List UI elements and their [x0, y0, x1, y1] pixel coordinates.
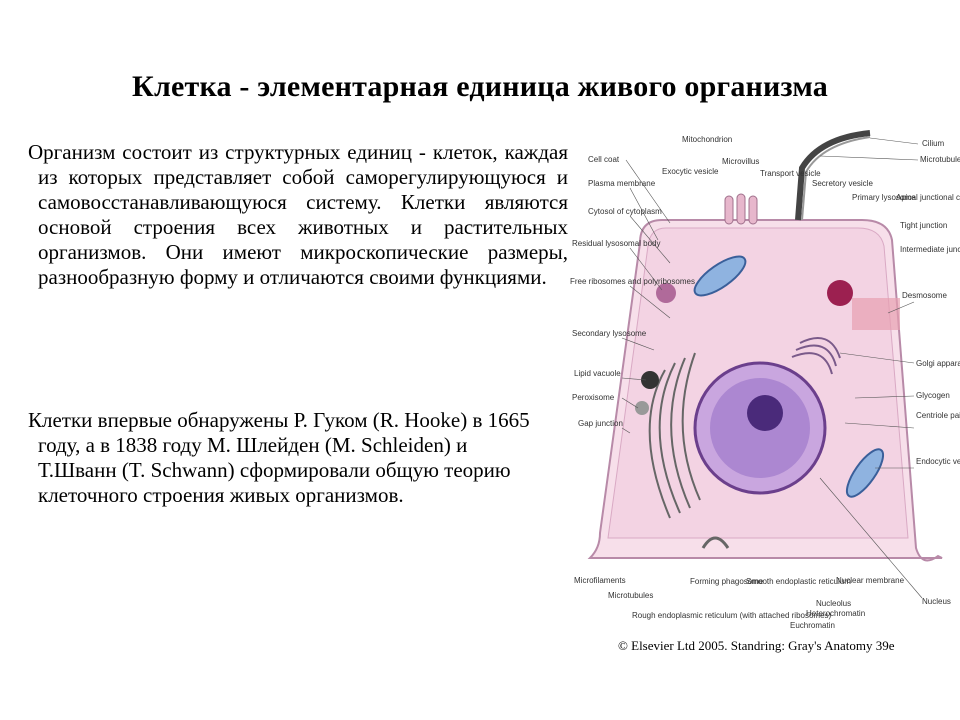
peroxisome — [635, 401, 649, 415]
label-heterochromatin: Heterochromatin — [806, 609, 865, 618]
label-plasma-membrane: Plasma membrane — [588, 179, 656, 188]
mitochondrion-2 — [845, 448, 885, 498]
label-smooth-er: Smooth endoplastic reticulum — [746, 577, 851, 586]
label-microfilaments: Microfilaments — [574, 576, 626, 585]
label-desmosome: Desmosome — [902, 291, 947, 300]
label-microtubules-bottom: Microtubules — [608, 591, 653, 600]
desmosome — [852, 298, 900, 330]
label-peroxisome: Peroxisome — [572, 393, 615, 402]
cell-diagram-svg: Cell coat Plasma membrane Cytosol of cyt… — [570, 130, 960, 630]
label-gap-junction: Gap junction — [578, 419, 623, 428]
label-endocytic-vesicles: Endocytic vesicles — [916, 457, 960, 466]
nucleolus — [747, 395, 783, 431]
figure-credit: © Elsevier Ltd 2005. Standring: Gray's A… — [618, 638, 895, 653]
label-microvillus: Microvillus — [722, 157, 759, 166]
label-free-ribosomes: Free ribosomes and polyribosomes — [570, 277, 695, 286]
page-title: Клетка - элементарная единица живого орг… — [132, 70, 828, 103]
golgi — [791, 337, 841, 375]
label-forming-phagosome: Forming phagosome — [690, 577, 764, 586]
label-cytosol: Cytosol of cytoplasm — [588, 207, 662, 216]
label-nucleus: Nucleus — [922, 597, 951, 606]
label-centriole: Centriole pair at centrosome — [916, 411, 960, 420]
label-residual-body: Residual lysosomal body — [572, 239, 661, 248]
label-secretory-vesicle: Secretory vesicle — [812, 179, 873, 188]
label-nucleolus: Nucleolus — [816, 599, 851, 608]
lysosome — [656, 283, 676, 303]
label-primary-lysosome: Primary lysosome — [852, 193, 916, 202]
history-text: Клетки впервые обнаружены Р. Гуком (R. H… — [28, 408, 530, 507]
label-secondary-lysosome: Secondary lysosome — [572, 329, 647, 338]
label-cell-coat: Cell coat — [588, 155, 620, 164]
intro-paragraph: Организм состоит из структурных единиц -… — [28, 140, 568, 290]
intro-text: Организм состоит из структурных единиц -… — [28, 140, 568, 289]
lipid-vacuole — [641, 371, 659, 389]
label-transport-vesicle: Transport vesicle — [760, 169, 821, 178]
label-cilium: Cilium — [922, 139, 945, 148]
label-rough-er: Rough endoplasmic reticulum (with attach… — [632, 611, 832, 620]
label-tight-junction: Tight junction — [900, 221, 947, 230]
label-nuclear-membrane: Nuclear membrane — [836, 576, 905, 585]
cilium — [795, 130, 871, 221]
label-mitochondrion: Mitochondrion — [682, 135, 732, 144]
history-paragraph: Клетки впервые обнаружены Р. Гуком (R. H… — [28, 408, 538, 508]
label-glycogen: Glycogen — [916, 391, 950, 400]
label-exocytic-vesicle: Exocytic vesicle — [662, 167, 719, 176]
label-golgi: Golgi apparatus — [916, 359, 960, 368]
rough-er — [648, 352, 701, 519]
label-apical-complex: Apical junctional complex — [896, 193, 960, 202]
cell-diagram: Cell coat Plasma membrane Cytosol of cyt… — [570, 128, 960, 658]
label-lipid-vacuole: Lipid vacuole — [574, 369, 621, 378]
mitochondrion-1 — [693, 255, 747, 297]
label-intermediate-junction: Intermediate junction — [900, 245, 960, 254]
label-euchromatin: Euchromatin — [790, 621, 835, 630]
microvilli — [724, 193, 758, 225]
label-microtubules-top: Microtubules — [920, 155, 960, 164]
secretory-vesicle — [827, 280, 853, 306]
phagosome — [701, 536, 730, 549]
